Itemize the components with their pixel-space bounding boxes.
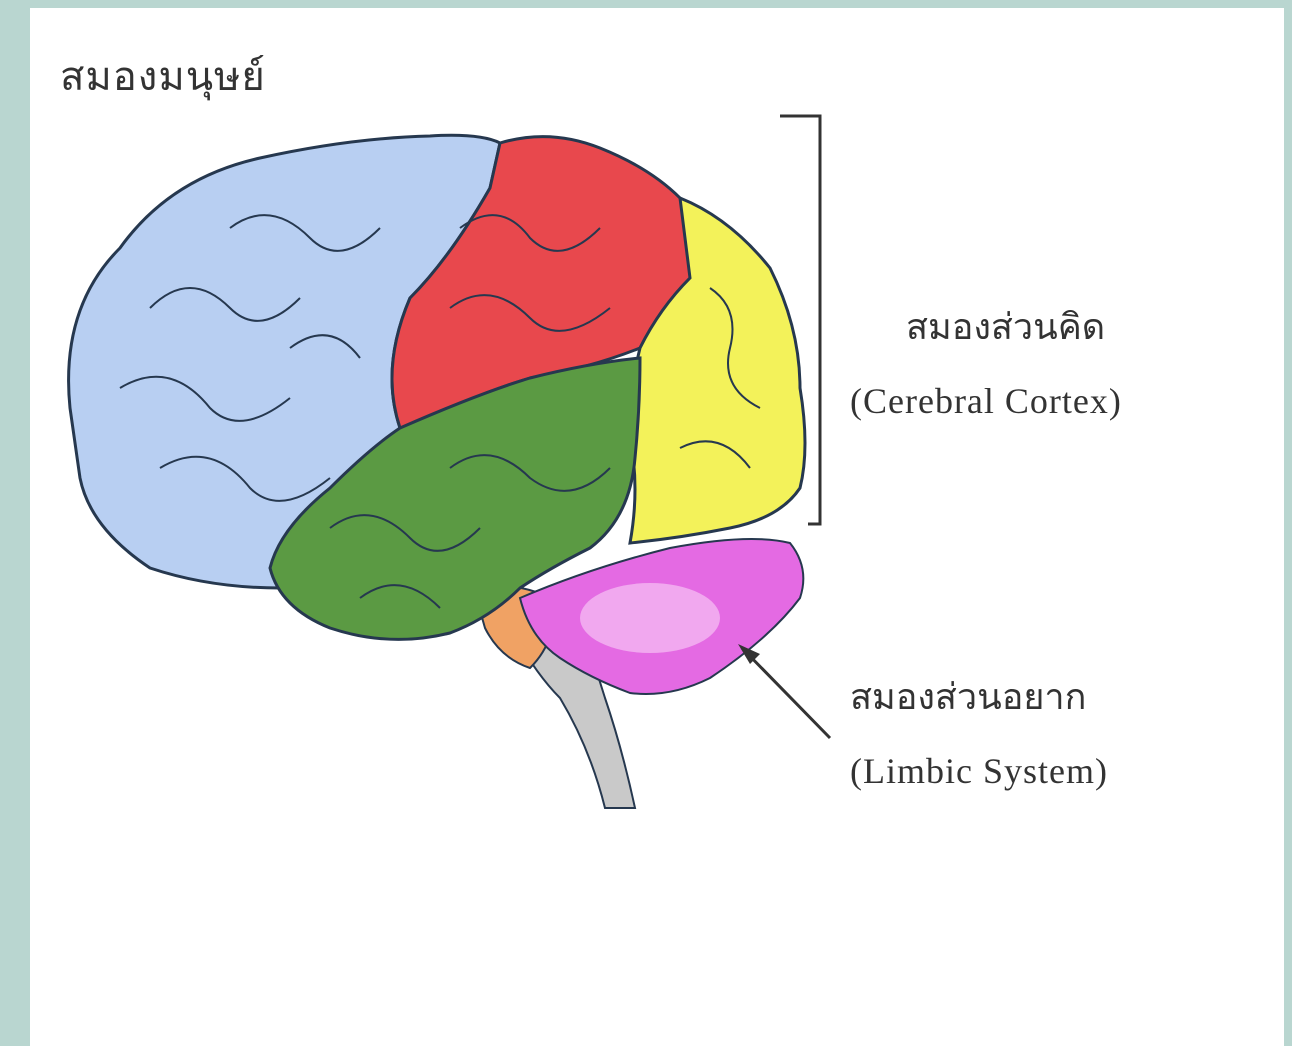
limbic-label-english: (Limbic System) [850,750,1108,792]
brain-diagram [30,8,1284,1046]
cortex-label-english: (Cerebral Cortex) [850,380,1122,422]
limbic-highlight [580,583,720,653]
cortex-label-thai: สมองส่วนคิด [906,298,1105,355]
limbic-label-thai: สมองส่วนอยาก [850,668,1086,725]
diagram-frame: สมองมนุษย์ [30,8,1284,1046]
limbic-arrow-line [742,648,830,738]
